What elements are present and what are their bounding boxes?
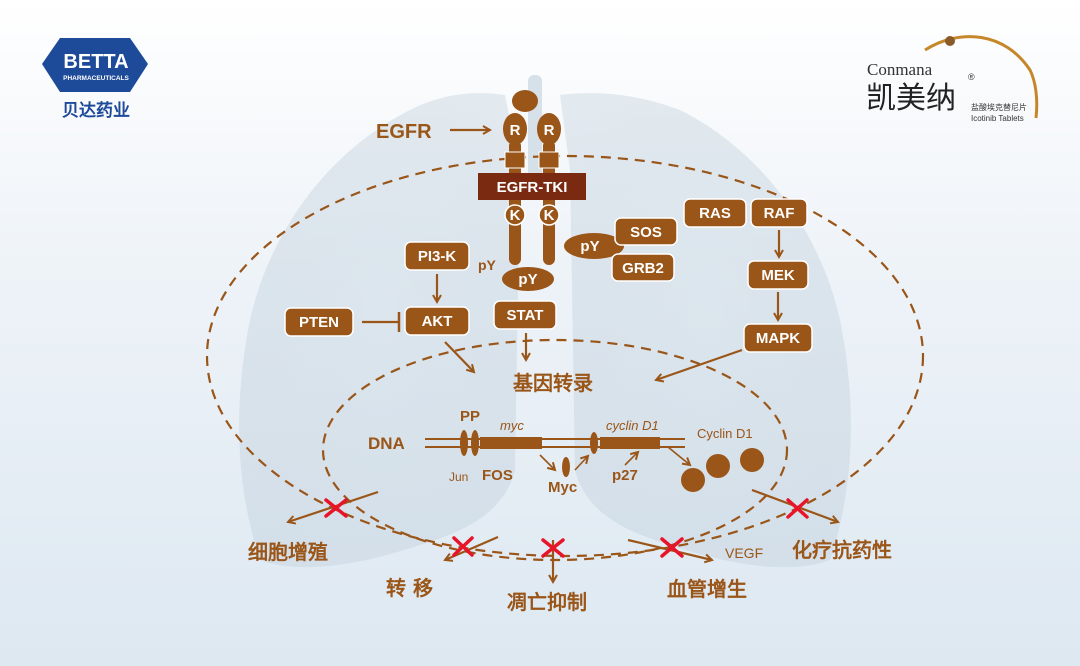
- raf-label: RAF: [764, 205, 795, 222]
- stat-box: [493, 300, 557, 330]
- myc-protein-label: Myc: [548, 479, 577, 496]
- outcome-metastasis: 转 移: [386, 576, 433, 600]
- egfr-label: EGFR: [376, 121, 432, 143]
- conmana-en-small-text: Icotinib Tablets: [971, 114, 1024, 123]
- ligand-shape: [512, 90, 538, 112]
- dna-label: DNA: [368, 434, 405, 453]
- myc-protein-shape: [562, 457, 570, 477]
- conmana-cn-text: 凯美纳: [866, 81, 956, 116]
- pp-right: [471, 430, 479, 456]
- receptor-left-r: [503, 113, 527, 145]
- cyclin-gene-label: cyclin D1: [606, 418, 659, 433]
- egfr-tki-label: EGFR-TKI: [497, 179, 568, 196]
- sos-box: [614, 217, 678, 246]
- akt-label: AKT: [422, 313, 453, 330]
- outcome-chemo-resistance: 化疗抗药性: [792, 538, 892, 562]
- outcome-proliferation: 细胞增殖: [248, 540, 328, 564]
- cyclin-ball-2: [706, 454, 730, 478]
- kinase-left: [504, 204, 526, 226]
- mapk-label: MAPK: [756, 330, 800, 347]
- py-sos-label: pY: [580, 238, 599, 255]
- x-cross-icon: [452, 536, 474, 557]
- conmana-cn-small-text: 盐酸埃克替尼片: [971, 102, 1027, 112]
- cyclin-ball-3: [740, 448, 764, 472]
- akt-transcription-arrow: [444, 341, 474, 372]
- stat-pathway: STAT: [493, 300, 557, 360]
- stat-label: STAT: [507, 307, 544, 324]
- nucleus-ellipse: [321, 338, 789, 562]
- fos-label: FOS: [482, 467, 513, 484]
- pp-left: [460, 430, 468, 456]
- pi3k-label: PI3-K: [418, 248, 457, 265]
- cyclin-promoter: [590, 432, 598, 454]
- betta-sub-text: PHARMACEUTICALS: [63, 75, 129, 82]
- outcome-angiogenesis: 血管增生: [667, 577, 747, 601]
- receptor-right-r: [537, 113, 561, 145]
- grb2-box: [611, 253, 675, 282]
- egfr-tki-box: [478, 173, 586, 200]
- betta-cn-text: 贝达药业: [62, 100, 130, 121]
- mek-box: [747, 260, 809, 290]
- cyclin-gene-block: [600, 437, 660, 449]
- myc-arrow-out: [574, 456, 588, 471]
- vegf-label: VEGF: [725, 545, 763, 561]
- jun-label: Jun: [449, 470, 468, 484]
- kinase-left-label: K: [510, 207, 521, 224]
- kinase-right-label: K: [544, 207, 555, 224]
- cyclin-protein-label: Cyclin D1: [697, 426, 753, 441]
- py-side-label: pY: [478, 257, 497, 273]
- receptor-left-r-label: R: [510, 122, 521, 139]
- x-cross-icon: [541, 538, 565, 558]
- pten-box: [284, 307, 354, 337]
- x-cross-icon: [786, 498, 809, 519]
- p27-arrow: [624, 452, 638, 466]
- betta-brand-text: BETTA: [63, 51, 128, 73]
- mek-label: MEK: [761, 267, 795, 284]
- x-cross-icon: [324, 498, 348, 518]
- tm-left: [504, 151, 526, 169]
- receptor-left-stalk: [509, 140, 521, 265]
- pp-label: PP: [460, 408, 480, 425]
- p27-label: p27: [612, 467, 638, 484]
- dna-strand: DNA PP myc cyclin D1 Cyclin D1 Jun FOS M…: [368, 408, 764, 496]
- conmana-reg-mark: ®: [968, 72, 975, 82]
- sos-grb2-complex: pY SOS GRB2: [564, 217, 678, 282]
- mapk-pathway: RAS RAF MEK MAPK: [656, 198, 813, 380]
- myc-gene-label: myc: [500, 418, 524, 433]
- grb2-label: GRB2: [622, 260, 664, 277]
- ras-label: RAS: [699, 205, 731, 222]
- receptor-right-r-label: R: [544, 122, 555, 139]
- sos-label: SOS: [630, 224, 662, 241]
- gene-transcription-label: 基因转录: [513, 371, 593, 395]
- conmana-logo: Conmana 凯美纳 ® 盐酸埃克替尼片 Icotinib Tablets: [866, 35, 1039, 123]
- akt-box: [404, 306, 470, 336]
- cyclin-arrow: [667, 446, 690, 465]
- kinase-right: [538, 204, 560, 226]
- cell-membrane-ellipse: [205, 154, 925, 558]
- mapk-transcription-arrow: [656, 348, 743, 380]
- egfr-receptor: EGFR R R EGFR-TKI K K pY pY: [376, 90, 586, 291]
- pi3k-pathway: PI3-K AKT PTEN: [284, 241, 474, 372]
- ras-box: [683, 198, 747, 228]
- pi3k-box: [404, 241, 470, 271]
- conmana-en-text: Conmana: [867, 60, 933, 79]
- myc-arrow-in: [539, 454, 555, 470]
- block-crosses: [324, 498, 809, 558]
- mapk-box: [743, 323, 813, 353]
- raf-box: [750, 198, 808, 228]
- outcome-apoptosis: 凋亡抑制: [507, 590, 587, 614]
- myc-gene-block: [480, 437, 542, 449]
- tm-right: [538, 151, 560, 169]
- conmana-dot-icon: [945, 36, 955, 46]
- cyclin-ball-1: [681, 468, 705, 492]
- left-lung-shape: [239, 93, 520, 568]
- py-center-shape: [502, 267, 554, 291]
- py-center-label: pY: [518, 271, 537, 288]
- receptor-right-stalk: [543, 140, 555, 265]
- py-sos-shape: [564, 233, 624, 259]
- betta-logo: BETTA PHARMACEUTICALS 贝达药业: [42, 38, 148, 121]
- x-cross-icon: [660, 537, 684, 558]
- pten-label: PTEN: [299, 314, 339, 331]
